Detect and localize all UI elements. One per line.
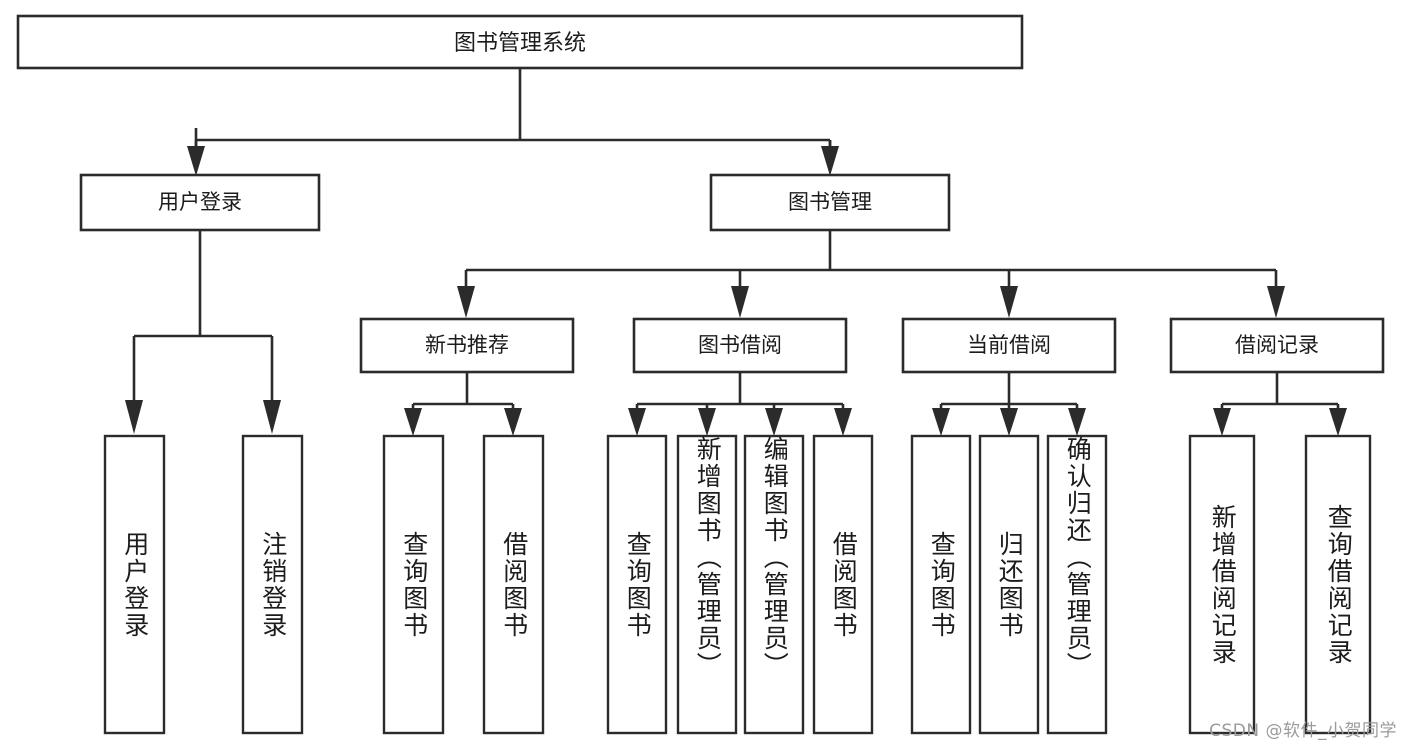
leaf-box-borrow-book-2[interactable]	[812, 434, 874, 735]
book-borrow-label: 图书借阅	[698, 333, 782, 357]
arrow-user-login-to-leaf-2	[263, 336, 281, 434]
arrow-cb-to-leaf-2	[1000, 404, 1018, 436]
arrow-bb-to-leaf-4	[834, 404, 852, 436]
node-new-book-recommend[interactable]: 新书推荐	[359, 317, 575, 374]
arrow-root-to-user-login	[187, 140, 205, 176]
leaf-box-query-book-2[interactable]	[606, 434, 668, 735]
leaf-box-query-record[interactable]	[1304, 434, 1372, 735]
node-borrow-record[interactable]: 借阅记录	[1169, 317, 1385, 374]
arrow-cb-to-leaf-1	[932, 404, 950, 436]
arrow-bb-to-leaf-2	[698, 404, 716, 436]
csdn-watermark: CSDN @软件_小贺同学	[1209, 721, 1397, 741]
borrow-record-label: 借阅记录	[1235, 333, 1319, 357]
node-root[interactable]: 图书管理系统	[16, 14, 1024, 70]
leaf-box-edit-book[interactable]	[743, 434, 805, 735]
arrow-br-to-leaf-1	[1213, 404, 1231, 436]
arrow-cb-to-leaf-3	[1068, 404, 1086, 436]
leaf-box-query-book-1[interactable]	[382, 434, 445, 735]
arrow-nbr-to-leaf-2	[504, 404, 522, 436]
root-box[interactable]	[16, 14, 1024, 70]
book-management-box[interactable]	[709, 173, 951, 232]
arrow-bm-to-new-book-recommend	[457, 270, 475, 318]
arrow-bm-to-current-borrow	[1000, 270, 1018, 318]
leaf-box-add-record[interactable]	[1188, 434, 1256, 735]
arrow-root-to-book-management	[821, 140, 839, 176]
root-label: 图书管理系统	[454, 31, 586, 56]
user-login-label: 用户登录	[158, 190, 242, 214]
node-user-login[interactable]: 用户登录	[79, 173, 321, 232]
leaf-box-query-book-3[interactable]	[910, 434, 972, 735]
leaf-box-borrow-book-1[interactable]	[482, 434, 545, 735]
leaf-box-user-login[interactable]	[103, 434, 166, 735]
node-current-borrow[interactable]: 当前借阅	[901, 317, 1117, 374]
leaf-box-return-book[interactable]	[978, 434, 1040, 735]
borrow-record-box[interactable]	[1169, 317, 1385, 374]
leaf-box-confirm-return[interactable]	[1046, 434, 1108, 735]
node-book-management[interactable]: 图书管理	[709, 173, 951, 232]
arrow-bb-to-leaf-3	[765, 404, 783, 436]
leaf-box-logout-login[interactable]	[241, 434, 304, 735]
arrow-nbr-to-leaf-1	[404, 404, 422, 436]
new-book-recommend-label: 新书推荐	[425, 333, 509, 357]
arrow-br-to-leaf-2	[1329, 404, 1347, 436]
current-borrow-label: 当前借阅	[967, 333, 1051, 357]
arrow-user-login-to-leaf-1	[125, 336, 143, 434]
arrow-bb-to-leaf-1	[628, 404, 646, 436]
book-management-label: 图书管理	[788, 190, 872, 214]
node-book-borrow[interactable]: 图书借阅	[632, 317, 848, 374]
arrow-bm-to-borrow-record	[1267, 270, 1285, 318]
leaf-box-add-book[interactable]	[676, 434, 738, 735]
arrow-bm-to-book-borrow	[731, 270, 749, 318]
